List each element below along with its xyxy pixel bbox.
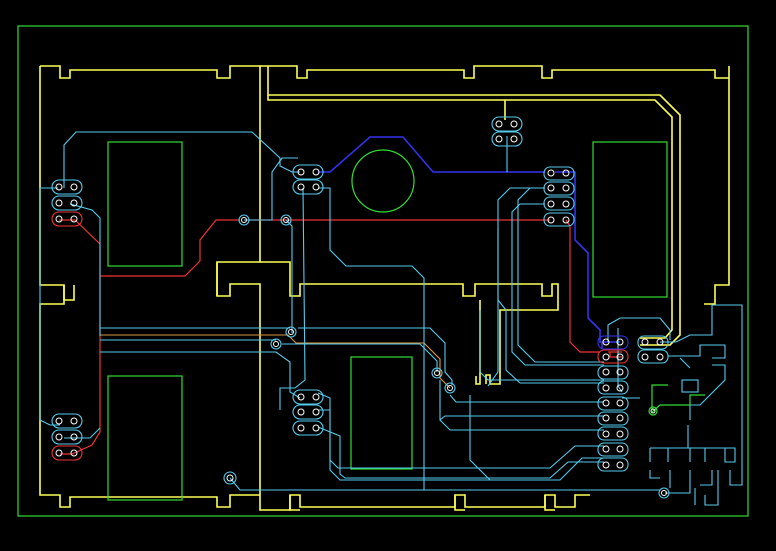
header-cb <box>292 389 324 436</box>
header-tl <box>51 179 83 227</box>
silk-top-left-region <box>40 65 261 297</box>
component-tr <box>592 141 668 298</box>
component-center <box>350 356 413 470</box>
traces-cyan <box>39 131 743 506</box>
component-tl <box>107 141 183 267</box>
vias <box>223 214 670 499</box>
trace-blue <box>318 136 620 343</box>
traces-red <box>59 219 622 455</box>
header-ic-right <box>637 335 669 364</box>
component-bl <box>107 375 183 501</box>
pad-rect-small <box>681 379 699 393</box>
header-ct <box>292 164 324 195</box>
component-round <box>351 149 415 213</box>
component-outlines <box>107 141 668 501</box>
trace-orange <box>100 334 451 389</box>
silkscreen-frames <box>39 65 730 511</box>
ic-pins <box>597 335 629 472</box>
trace-green-small <box>651 384 705 413</box>
pads <box>51 116 670 499</box>
header-top <box>491 116 523 147</box>
header-right <box>543 166 575 227</box>
header-bl <box>51 413 83 461</box>
board-outline <box>17 25 749 517</box>
